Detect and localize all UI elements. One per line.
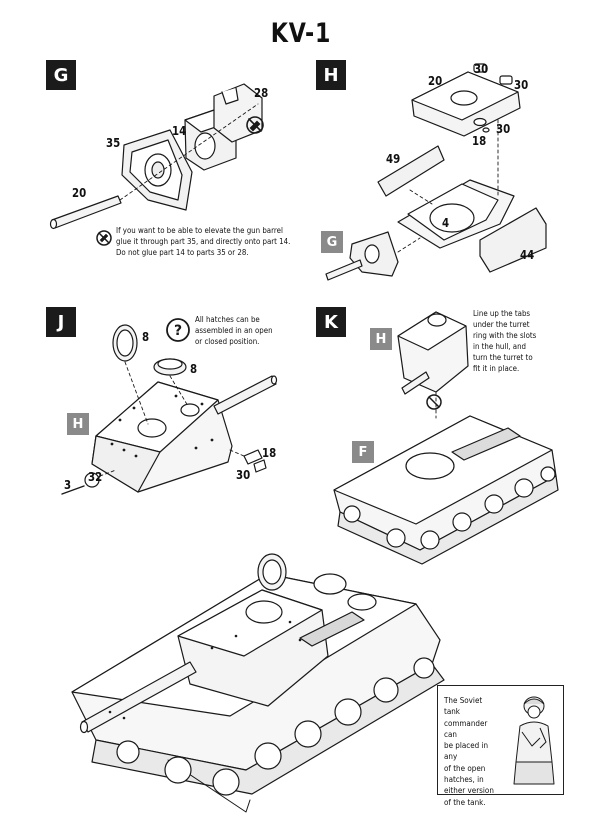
part-number: 8 <box>190 362 198 376</box>
step-g-badge: G <box>46 60 76 90</box>
completed-tank-drawing <box>71 553 445 813</box>
part-number: 14 <box>172 124 187 138</box>
step-k-drawing <box>333 311 559 565</box>
part-number: 20 <box>72 186 87 200</box>
part-number: 18 <box>262 446 277 460</box>
ref-h-badge: H <box>67 413 89 435</box>
part-number: 30 <box>496 122 511 136</box>
commander-figure-icon <box>513 696 555 785</box>
part-number: 32 <box>88 470 103 484</box>
commander-note-text: The Soviet tank commander can be placed … <box>444 695 494 807</box>
step-h-badge: H <box>316 60 346 90</box>
glue-instruction-note: If you want to be able to elevate the gu… <box>116 225 291 257</box>
part-number: 44 <box>520 248 535 262</box>
step-j-badge: J <box>46 307 76 337</box>
ref-g-badge: G <box>321 231 343 253</box>
step-k-badge: K <box>316 307 346 337</box>
part-number: 30 <box>514 78 529 92</box>
part-number: 4 <box>442 216 450 230</box>
part-number: 18 <box>472 134 487 148</box>
commander-note-box: The Soviet tank commander can be placed … <box>437 685 564 807</box>
part-number: 35 <box>106 136 121 150</box>
step-j-drawing <box>61 318 278 495</box>
part-number: 20 <box>428 74 443 88</box>
page-title: KV-1 <box>270 18 332 49</box>
part-number: 28 <box>254 86 269 100</box>
part-number: 30 <box>236 468 251 482</box>
part-number: 49 <box>386 152 401 166</box>
part-number: 8 <box>142 330 150 344</box>
hatches-note: All hatches can be assembled in an open … <box>195 314 273 346</box>
part-number: 3 <box>64 478 72 492</box>
step-h-drawing <box>325 63 547 281</box>
ref-h-badge-k: H <box>370 328 392 350</box>
turret-tabs-note: Line up the tabs under the turret ring w… <box>473 308 537 373</box>
step-g-drawing <box>49 83 264 246</box>
ref-f-badge: F <box>352 441 374 463</box>
part-number: 30 <box>474 62 489 76</box>
question-icon: ? <box>174 323 182 339</box>
